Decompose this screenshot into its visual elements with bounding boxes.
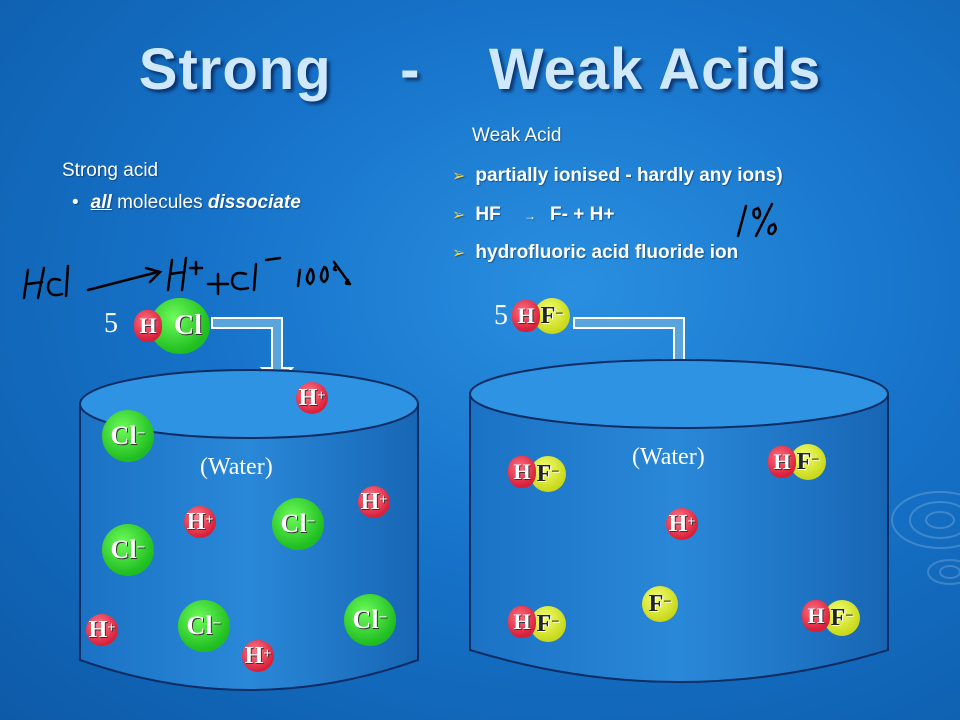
chloride-ion: Cl− (102, 524, 154, 576)
hf-molecule-f: F− (530, 606, 566, 642)
strong-water-label: (Water) (200, 454, 273, 480)
strong-acid-bullet: •all molecules dissociate (72, 192, 301, 213)
hydrogen-ion: H+ (296, 382, 328, 414)
weak-acid-item-2: ➢HF →F- + H+ (452, 204, 615, 225)
strong-count: 5 (104, 308, 118, 339)
hf-molecule-h: H (768, 446, 796, 478)
handwritten-percent (736, 202, 777, 238)
hydrogen-ion: H+ (666, 508, 698, 540)
hydrogen-ion: H+ (86, 614, 118, 646)
weak-acid-heading: Weak Acid (472, 125, 562, 146)
chloride-ion: Cl− (102, 410, 154, 462)
weak-acid-item-3: ➢hydrofluoric acid fluoride ion (452, 242, 739, 263)
hydrogen-ion: H+ (242, 640, 274, 672)
weak-count: 5 (494, 300, 508, 331)
fluoride-ion: F− (642, 586, 678, 622)
hf-f-atom: F− (534, 298, 570, 334)
arrow-bullet-icon: ➢ (452, 207, 466, 224)
hf-molecule-f: F− (530, 456, 566, 492)
hf-molecule-f: F− (824, 600, 860, 636)
chloride-ion: Cl− (344, 594, 396, 646)
reaction-arrow-icon: → (524, 209, 537, 223)
chloride-ion: Cl− (272, 498, 324, 550)
hf-h-atom: H (512, 300, 540, 332)
slide-title: Strong - Weak Acids (138, 37, 822, 102)
arrow-bullet-icon: ➢ (452, 168, 466, 185)
weak-water-label: (Water) (632, 444, 705, 470)
ripple-decoration (891, 491, 960, 585)
hf-molecule-f: F− (790, 444, 826, 480)
weak-acid-item-1: ➢partially ionised - hardly any ions) (452, 165, 783, 186)
arrow-bullet-icon: ➢ (452, 245, 466, 262)
chloride-ion: Cl− (178, 600, 230, 652)
hcl-h-atom: H (134, 310, 162, 342)
bullet-dot-icon: • (72, 192, 79, 213)
hf-molecule-h: H (802, 600, 830, 632)
hydrogen-ion: H+ (358, 486, 390, 518)
handwritten-equation (22, 256, 352, 300)
hf-molecule-h: H (508, 456, 536, 488)
strong-beaker (79, 369, 419, 691)
strong-acid-heading: Strong acid (62, 160, 159, 181)
hydrogen-ion: H+ (184, 506, 216, 538)
hf-molecule-h: H (508, 606, 536, 638)
